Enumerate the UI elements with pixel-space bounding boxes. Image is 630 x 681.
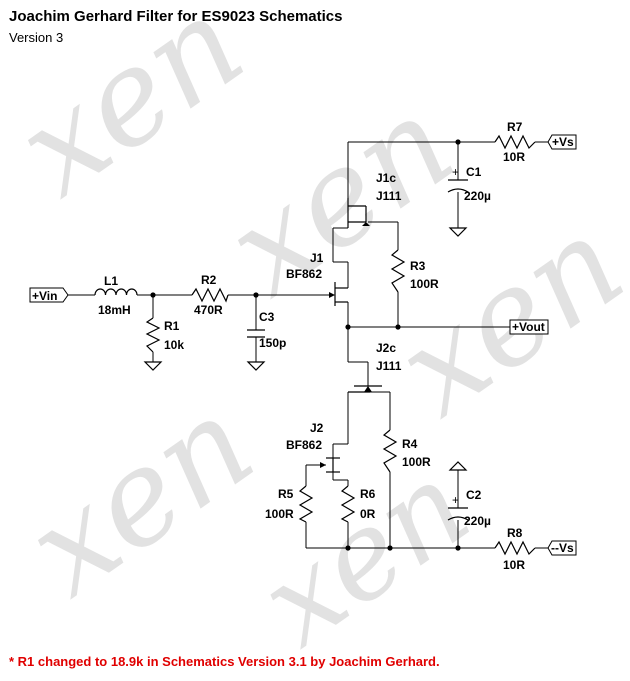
- port-vs-pos-label: +Vs: [552, 135, 574, 149]
- r6-value: 0R: [360, 507, 376, 521]
- capacitor-c3: C3 150p: [247, 310, 286, 350]
- jfet-j2c: J2c J111: [348, 341, 402, 393]
- r2-name: R2: [201, 273, 217, 287]
- jfet-j1c: J1c J111: [347, 171, 402, 228]
- r4-value: 100R: [402, 455, 431, 469]
- j1-name: J1: [310, 251, 324, 265]
- version-label: Version 3: [9, 30, 64, 45]
- r3-name: R3: [410, 259, 426, 273]
- jfet-j1: J1 BF862: [286, 251, 348, 306]
- r8-name: R8: [507, 526, 523, 540]
- c2-name: C2: [466, 488, 482, 502]
- r6-name: R6: [360, 487, 376, 501]
- port-vs-pos: +Vs: [547, 134, 577, 150]
- l1-name: L1: [104, 274, 118, 288]
- c3-value: 150p: [259, 336, 286, 350]
- resistor-r1: R1 10k: [145, 317, 184, 353]
- j1-value: BF862: [286, 267, 322, 281]
- junction-dots: [150, 139, 461, 551]
- resistor-r5: R5 100R: [265, 485, 314, 523]
- j2c-name: J2c: [376, 341, 396, 355]
- footnote: * R1 changed to 18.9k in Schematics Vers…: [9, 654, 440, 669]
- l1-value: 18mH: [98, 303, 131, 317]
- ground-symbols: [143, 227, 468, 471]
- port-vout-label: +Vout: [512, 320, 545, 334]
- j1c-value: J111: [376, 189, 402, 203]
- r5-value: 100R: [265, 507, 294, 521]
- r3-value: 100R: [410, 277, 439, 291]
- r2-value: 470R: [194, 303, 223, 317]
- r7-name: R7: [507, 120, 523, 134]
- r4-name: R4: [402, 437, 418, 451]
- resistor-r8: R8 10R: [494, 526, 536, 572]
- capacitor-c1: + C1 220µ: [447, 165, 491, 203]
- port-vs-neg-label: --Vs: [551, 541, 574, 555]
- r8-value: 10R: [503, 558, 525, 572]
- svg-text:+: +: [452, 165, 459, 179]
- c3-name: C3: [259, 310, 275, 324]
- j1c-name: J1c: [376, 171, 396, 185]
- c2-value: 220µ: [464, 514, 491, 528]
- port-vout: +Vout: [509, 319, 549, 335]
- port-vs-neg: --Vs: [547, 540, 577, 556]
- r1-name: R1: [164, 319, 180, 333]
- watermark-text: xen: [1, 367, 280, 626]
- resistor-r2: R2 470R: [191, 273, 229, 317]
- r1-value: 10k: [164, 338, 184, 352]
- inductor-l1: L1 18mH: [94, 274, 138, 317]
- capacitor-c2: + C2 220µ: [447, 488, 491, 528]
- r7-value: 10R: [503, 150, 525, 164]
- resistor-r3: R3 100R: [390, 249, 439, 293]
- c1-name: C1: [466, 165, 482, 179]
- r5-name: R5: [278, 487, 294, 501]
- page-title: Joachim Gerhard Filter for ES9023 Schema…: [9, 8, 343, 25]
- port-vin-label: +Vin: [32, 289, 57, 303]
- resistor-r4: R4 100R: [382, 429, 431, 473]
- j2c-value: J111: [376, 359, 402, 373]
- resistor-r6: R6 0R: [340, 485, 376, 523]
- c1-value: 220µ: [464, 189, 491, 203]
- port-vin: +Vin: [29, 287, 69, 303]
- watermark-text: xen: [237, 436, 494, 674]
- svg-text:+: +: [452, 493, 459, 507]
- j2-value: BF862: [286, 438, 322, 452]
- jfet-j2: J2 BF862: [286, 421, 340, 473]
- resistor-r7: R7 10R: [494, 120, 536, 164]
- j2-name: J2: [310, 421, 324, 435]
